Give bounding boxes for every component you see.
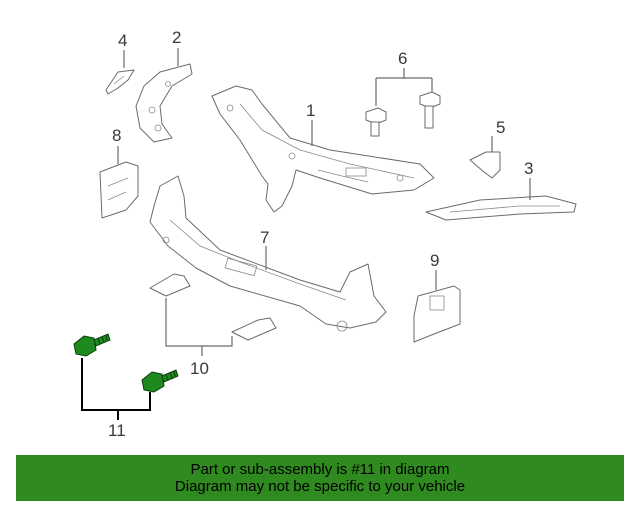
part-11-highlighted-bolts[interactable]	[73, 333, 179, 393]
callout-6: 6	[398, 49, 407, 68]
part-10-pads[interactable]	[149, 273, 277, 341]
callout-2: 2	[172, 28, 181, 47]
banner-line-2: Diagram may not be specific to your vehi…	[174, 478, 466, 495]
part-3-brace[interactable]	[425, 195, 577, 221]
callout-5: 5	[496, 118, 505, 137]
callout-8: 8	[112, 126, 121, 145]
leader-6	[375, 68, 433, 106]
callout-9: 9	[430, 251, 439, 270]
part-5-bracket[interactable]	[469, 151, 501, 179]
part-1-upper-support[interactable]	[211, 85, 435, 213]
callout-10: 10	[190, 359, 209, 378]
part-8-side-bracket[interactable]	[99, 161, 139, 219]
part-7-lower-crossmember[interactable]	[149, 175, 387, 332]
callout-11: 11	[108, 421, 126, 440]
callout-7: 7	[260, 228, 269, 247]
callout-1: 1	[306, 101, 315, 120]
part-9-bracket[interactable]	[413, 285, 461, 343]
part-info-banner: Part or sub-assembly is #11 in diagram D…	[16, 455, 624, 501]
exploded-parts-diagram: 4 2 1 6	[73, 28, 577, 440]
bolt-11-upper[interactable]	[73, 333, 111, 357]
part-2-curved-bracket[interactable]	[135, 63, 193, 143]
leader-10	[165, 298, 233, 347]
leader-11	[81, 358, 151, 411]
callout-3: 3	[524, 159, 533, 178]
part-4-bracket[interactable]	[105, 69, 135, 95]
part-6-bolts[interactable]	[365, 91, 441, 137]
banner-line-1: Part or sub-assembly is #11 in diagram	[190, 461, 450, 478]
bolt-11-lower[interactable]	[141, 369, 179, 393]
callout-4: 4	[118, 31, 127, 50]
